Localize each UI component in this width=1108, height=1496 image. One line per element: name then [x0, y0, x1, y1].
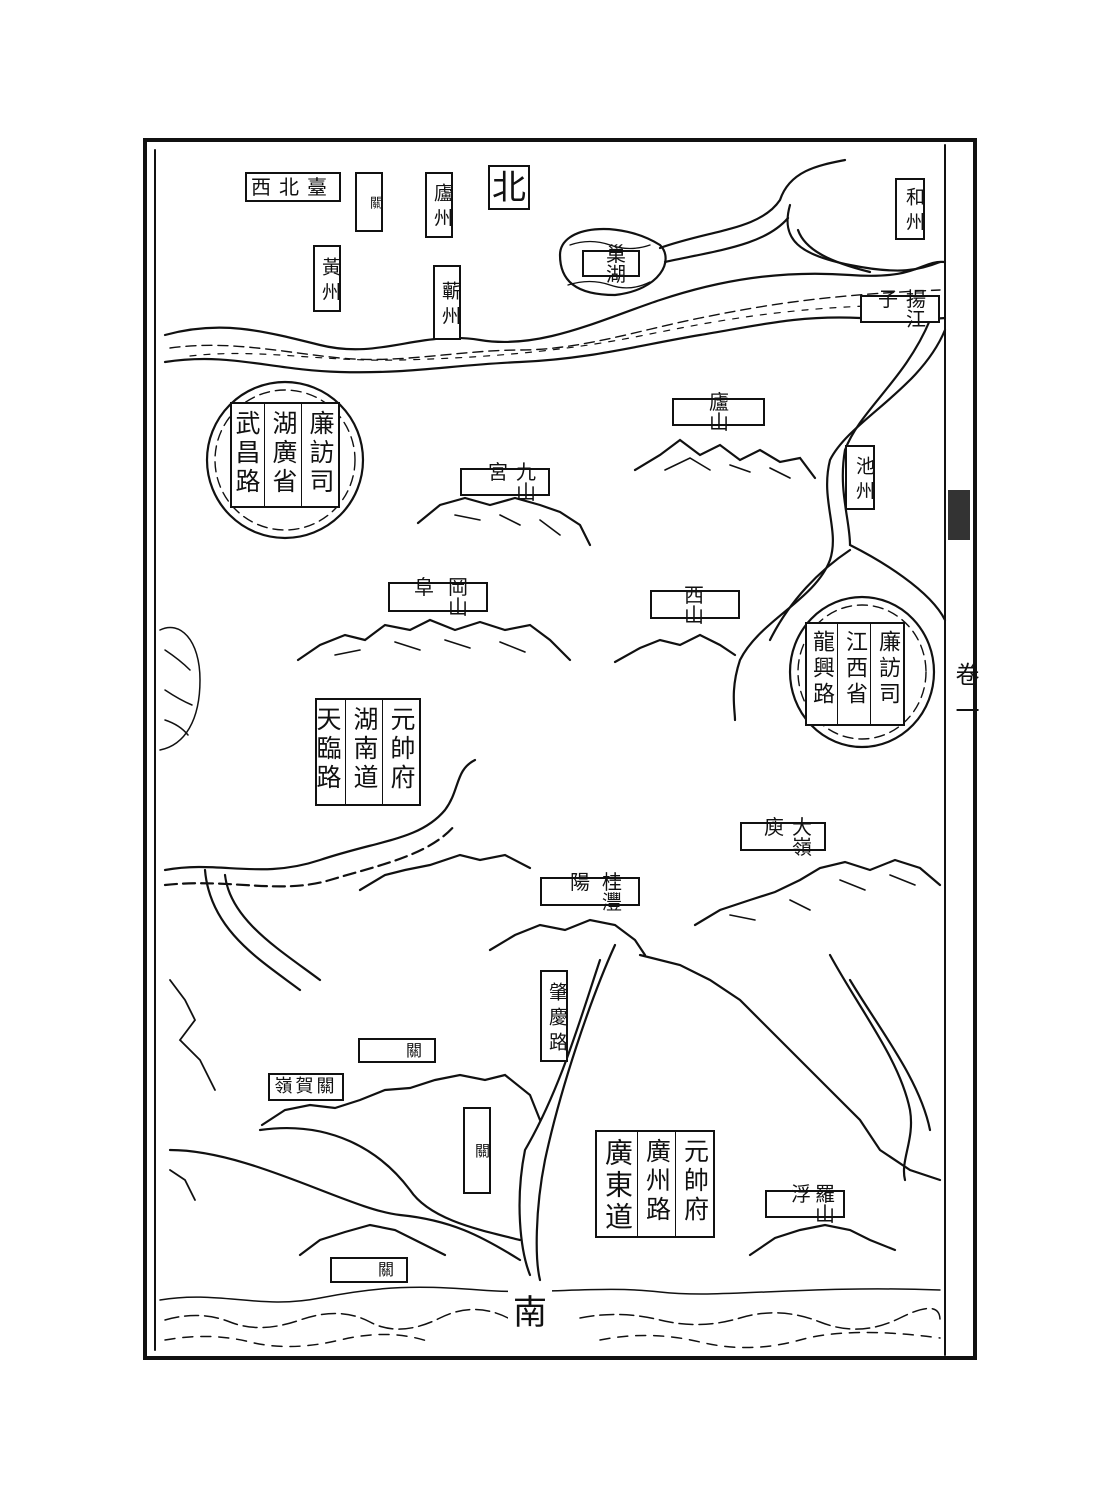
river-north [658, 158, 942, 272]
admin-block-huguang: 廉訪司 湖廣省 武昌路 [230, 402, 340, 508]
admin-block-column: 湖南道 [345, 700, 382, 804]
mountain-ridge-diagonal [638, 953, 942, 1182]
gan-river-bank [768, 318, 947, 642]
south-sea [159, 1286, 941, 1349]
river-xi [168, 1126, 522, 1262]
huguang-circle [205, 380, 365, 540]
place-label-gangfushan: 岡阜山 [388, 577, 488, 617]
admin-block-jiangxi: 廉訪司 江西省 龍興路 [805, 622, 905, 726]
place-label-taibeixi: 臺北西 [245, 172, 341, 202]
place-label-xishan: 西山 [650, 585, 740, 625]
jiangxi-circle [788, 595, 936, 749]
place-label-dayuling: 大庾嶺 [740, 817, 826, 857]
river-east [828, 953, 932, 1182]
admin-block-guangdong: 元帥府 廣州路 廣東道 [595, 1130, 715, 1238]
admin-block-column: 武昌路 [232, 410, 261, 497]
admin-block-column: 龍興路 [809, 630, 834, 708]
place-label-zhaoqinglu: 肇慶路 [540, 970, 568, 1062]
place-label-qizhou: 蘄州 [433, 265, 461, 340]
admin-block-column: 元帥府 [675, 1132, 713, 1236]
margin-volume-label: 卷一 [951, 662, 979, 734]
mountain-lushan [633, 438, 817, 480]
river-bei [518, 943, 617, 1282]
mountain-guiyang [488, 918, 647, 957]
yangtze-river [163, 260, 947, 374]
mountain-dayu [693, 858, 942, 927]
place-label-huangzhou: 黃州 [313, 245, 341, 312]
admin-block-column: 江西省 [837, 624, 870, 724]
mountain-gangfu [296, 618, 572, 662]
mountain-luofu [748, 1223, 897, 1257]
mountains [169, 438, 942, 1257]
river-west-branch [203, 868, 322, 992]
admin-block-hunan: 元帥府 湖南道 天臨路 [313, 698, 421, 806]
place-label-yangzijiang: 揚子江 [860, 289, 940, 329]
mountain-heling [260, 1073, 542, 1127]
place-label-guan-mid: 關 [358, 1038, 436, 1063]
admin-block-column: 天臨路 [313, 706, 342, 793]
outer-frame [143, 138, 977, 1360]
river-hunan-bank [163, 823, 457, 888]
jiangxi-circle-inner [797, 604, 927, 740]
admin-block-column: 廉訪司 [301, 404, 338, 506]
huguang-circle-inner [214, 389, 356, 531]
mountain-guiyang-left [358, 853, 532, 892]
mountain-xishan [613, 633, 737, 664]
admin-block-column: 廉訪司 [870, 624, 903, 724]
margin-block-mark [948, 490, 970, 540]
mountain-west-edge [169, 979, 216, 1201]
river-hunan [163, 758, 477, 872]
place-label-guan-bottom: 關 [330, 1257, 408, 1283]
north-label: 北 [488, 165, 530, 210]
admin-block-column: 廣東道 [601, 1138, 634, 1234]
admin-block-column: 元帥府 [382, 700, 419, 804]
place-label-chaohu: 巢湖 [582, 244, 640, 284]
place-label-luofushan: 羅浮山 [765, 1184, 845, 1224]
place-label-lushan: 廬山 [672, 392, 765, 432]
place-label-luzhou: 廬州 [425, 172, 453, 238]
place-label-chizhou: 池州 [845, 445, 875, 510]
west-water [159, 626, 201, 751]
river-north-bank [663, 216, 872, 274]
south-label: 南 [508, 1290, 552, 1335]
place-label-guan-top: 關 [355, 172, 383, 232]
mountain-south [298, 1223, 447, 1257]
admin-block-column: 廣州路 [637, 1132, 675, 1236]
gan-river [732, 328, 947, 722]
place-label-guanheling: 關賀嶺 [268, 1073, 344, 1101]
admin-block-column: 湖廣省 [264, 404, 301, 506]
place-label-hezhou: 和州 [895, 178, 925, 240]
chaohu-lake [558, 227, 667, 297]
place-label-guiyang: 桂陽灃 [540, 872, 640, 912]
place-label-guan-vert: 關 [463, 1107, 491, 1194]
place-label-jiugongshan: 九宮山 [460, 462, 550, 502]
mountain-jiugong [416, 496, 592, 547]
